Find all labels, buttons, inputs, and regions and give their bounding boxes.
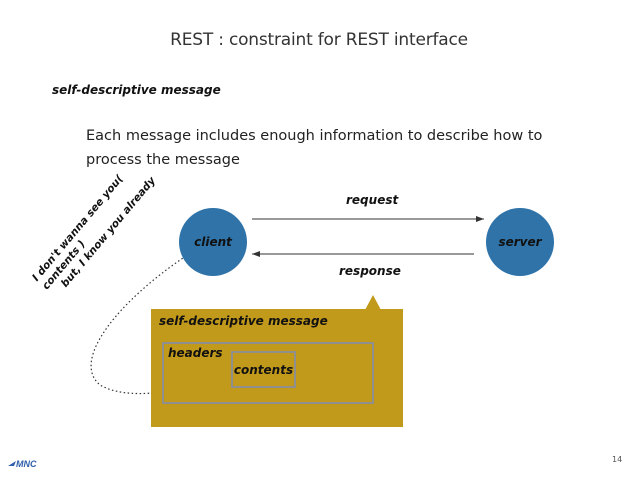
server-label: server: [498, 235, 542, 249]
headers-label: headers: [168, 346, 223, 360]
client-node: client: [179, 208, 247, 276]
page-number: 14: [612, 455, 623, 464]
callout-title: self-descriptive message: [159, 314, 328, 328]
callout-pointer: [365, 295, 381, 310]
mnc-logo-icon: MNC: [8, 455, 42, 474]
headers-box: [162, 342, 374, 404]
mnc-logo-svg: MNC: [8, 459, 37, 469]
response-label: response: [339, 264, 401, 278]
request-label: request: [346, 193, 399, 207]
self-descriptive-message-callout: [151, 309, 403, 427]
description-text: Each message includes enough information…: [86, 128, 543, 168]
logo-text: MNC: [16, 459, 37, 469]
slide-title: REST : constraint for REST interface: [170, 30, 468, 50]
client-label: client: [194, 235, 232, 249]
section-title: self-descriptive message: [52, 83, 221, 97]
server-node: server: [486, 208, 554, 276]
contents-label: contents: [233, 362, 294, 377]
contents-box: contents: [231, 351, 296, 388]
